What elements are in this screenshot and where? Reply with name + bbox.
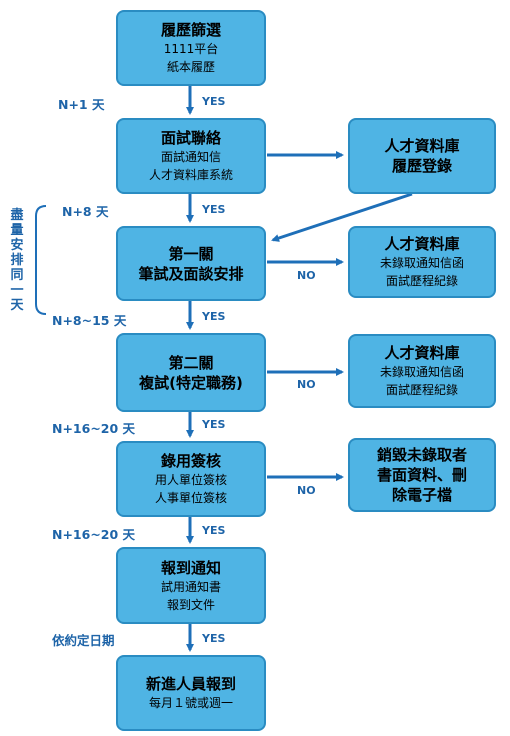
box-title: 複試(特定職務) — [139, 373, 243, 392]
no-label: NO — [297, 269, 316, 282]
box-hire-approval: 錄用簽核 用人單位簽核 人事單位簽核 — [116, 441, 266, 517]
box-title: 銷毀未錄取者 — [376, 446, 467, 464]
box-line: 每月１號或週一 — [148, 696, 233, 710]
box-title: 新進人員報到 — [145, 675, 236, 693]
box-line: 用人單位簽核 — [154, 473, 227, 487]
side-bracket — [35, 205, 47, 315]
box-onboard-notice: 報到通知 試用通知書 報到文件 — [116, 547, 266, 624]
day-label: N+8 天 — [62, 204, 109, 219]
yes-label: YES — [202, 95, 226, 108]
yes-label: YES — [202, 310, 226, 323]
box-first-stage: 第一關 筆試及面談安排 — [116, 226, 266, 301]
box-interview-contact: 面試聯絡 面試通知信 人才資料庫系統 — [116, 118, 266, 194]
box-title: 除電子檔 — [391, 486, 452, 504]
yes-label: YES — [202, 524, 226, 537]
box-title: 書面資料、刪 — [376, 466, 467, 484]
box-talent-db-reject-2: 人才資料庫 未錄取通知信函 面試歷程紀錄 — [348, 334, 496, 408]
box-line: 未錄取通知信函 — [379, 365, 464, 379]
box-title: 人才資料庫 — [384, 235, 460, 253]
box-destroy-records: 銷毀未錄取者 書面資料、刪 除電子檔 — [348, 438, 496, 512]
box-title: 報到通知 — [160, 558, 221, 577]
box-title: 人才資料庫 — [384, 137, 460, 155]
day-label: N+16~20 天 — [52, 527, 136, 542]
box-title: 錄用簽核 — [160, 452, 221, 470]
box-line: 面試歷程紀錄 — [385, 383, 458, 397]
box-title: 第二關 — [168, 353, 214, 372]
box-talent-db-reject-1: 人才資料庫 未錄取通知信函 面試歷程紀錄 — [348, 226, 496, 298]
box-title: 面試聯絡 — [160, 129, 221, 147]
day-label: N+8~15 天 — [52, 313, 127, 328]
box-title: 第一關 — [168, 244, 214, 263]
day-label: 依約定日期 — [52, 633, 115, 648]
side-note: 盡量安排同一天 — [10, 208, 24, 313]
yes-label: YES — [202, 203, 226, 216]
box-line: 面試歷程紀錄 — [385, 274, 458, 288]
box-second-stage: 第二關 複試(特定職務) — [116, 333, 266, 412]
box-new-hire: 新進人員報到 每月１號或週一 — [116, 655, 266, 731]
day-label: N+1 天 — [58, 97, 105, 112]
box-title: 履歷登錄 — [391, 157, 452, 175]
box-line: 紙本履歷 — [166, 60, 215, 74]
no-label: NO — [297, 378, 316, 391]
box-line: 報到文件 — [166, 597, 215, 612]
no-label: NO — [297, 484, 316, 497]
box-line: 人事單位簽核 — [154, 491, 227, 505]
box-line: 1111平台 — [163, 42, 219, 56]
yes-label: YES — [202, 418, 226, 431]
box-resume-screen: 履歷篩選 1111平台 紙本履歷 — [116, 10, 266, 86]
box-title: 人才資料庫 — [384, 344, 460, 362]
yes-label: YES — [202, 632, 226, 645]
box-line: 人才資料庫系統 — [148, 168, 233, 182]
box-line: 未錄取通知信函 — [379, 256, 464, 270]
box-line: 面試通知信 — [160, 150, 221, 164]
day-label: N+16~20 天 — [52, 421, 136, 436]
box-title: 履歷篩選 — [160, 21, 221, 39]
box-title: 筆試及面談安排 — [138, 264, 244, 283]
box-line: 試用通知書 — [160, 579, 221, 594]
box-talent-db-register: 人才資料庫 履歷登錄 — [348, 118, 496, 194]
arrow-register-to-first — [271, 192, 413, 242]
